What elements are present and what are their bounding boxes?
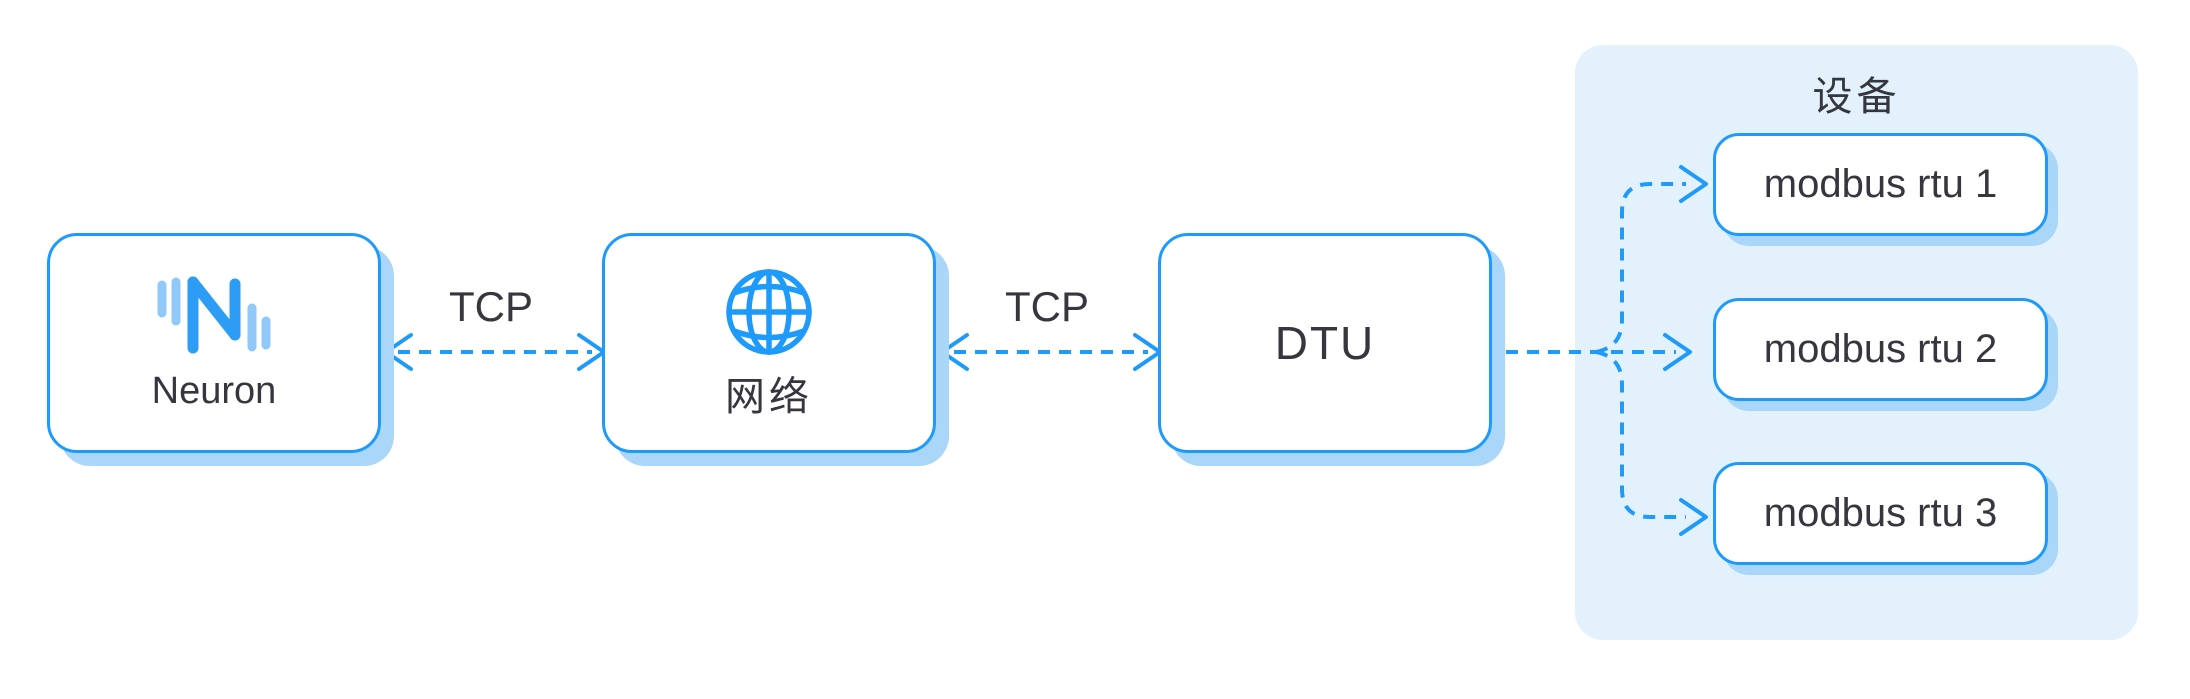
node-modbus-rtu-3: modbus rtu 3 — [1713, 462, 2048, 565]
device-group-title: 设备 — [1812, 75, 1901, 119]
node-network-label: 网络 — [725, 375, 813, 419]
neuron-logo-icon — [157, 276, 271, 354]
node-modbus-rtu-3-label: modbus rtu 3 — [1763, 491, 1998, 535]
edge-label-tcp-neuron-network: TCP — [449, 283, 533, 330]
globe-icon — [726, 269, 812, 355]
node-neuron: Neuron — [47, 233, 381, 453]
edge-label-tcp-network-dtu: TCP — [1005, 283, 1089, 330]
edge-dtu-device1-branch — [1595, 182, 1686, 354]
node-modbus-rtu-1: modbus rtu 1 — [1713, 133, 2048, 236]
edge-network-dtu-arrowhead-left — [940, 333, 969, 371]
node-neuron-label: Neuron — [151, 370, 277, 413]
edge-dtu-device3-arrowhead — [1679, 498, 1708, 536]
edge-dtu-device2-arrowhead — [1663, 333, 1692, 371]
node-network: 网络 — [602, 233, 936, 453]
edge-dtu-device1-arrowhead — [1679, 165, 1708, 203]
edge-dtu-device3-branch — [1595, 350, 1686, 519]
node-modbus-rtu-2-label: modbus rtu 2 — [1763, 327, 1998, 371]
edge-neuron-network-arrowhead-left — [384, 333, 413, 371]
node-modbus-rtu-2: modbus rtu 2 — [1713, 298, 2048, 401]
node-dtu: DTU — [1158, 233, 1492, 453]
node-dtu-label: DTU — [1274, 316, 1376, 369]
node-modbus-rtu-1-label: modbus rtu 1 — [1763, 162, 1998, 206]
